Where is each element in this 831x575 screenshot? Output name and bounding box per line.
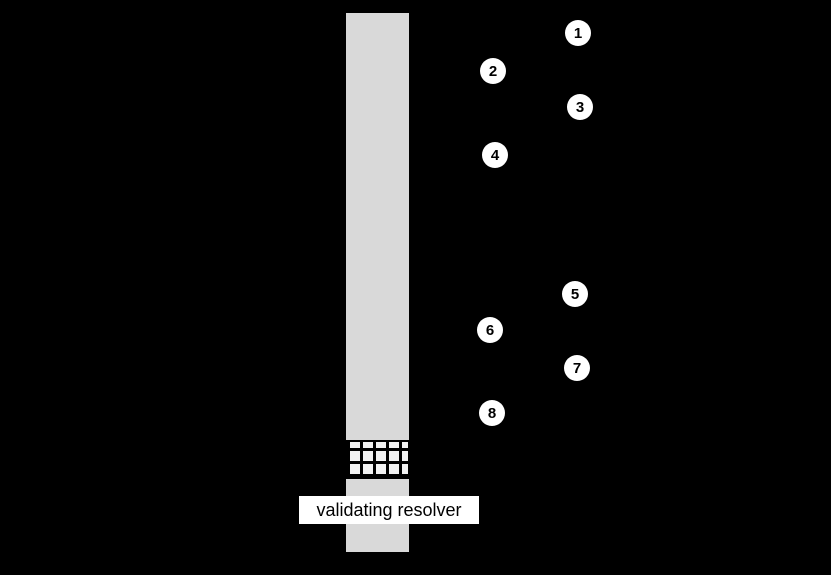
step-circle-4: 4 [482, 142, 508, 168]
step-circle-1: 1 [565, 20, 591, 46]
step-number: 1 [573, 24, 583, 42]
validating-resolver-label: validating resolver [299, 496, 479, 524]
step-number: 5 [570, 285, 580, 303]
step-circle-6: 6 [477, 317, 503, 343]
step-number: 2 [488, 62, 498, 80]
step-circle-7: 7 [564, 355, 590, 381]
step-number: 8 [487, 404, 497, 422]
step-number: 6 [485, 321, 495, 339]
step-number: 4 [490, 146, 500, 164]
step-circle-8: 8 [479, 400, 505, 426]
hatched-grid-block [345, 440, 410, 479]
step-number: 3 [575, 98, 585, 116]
step-circle-3: 3 [567, 94, 593, 120]
step-circle-2: 2 [480, 58, 506, 84]
step-circle-5: 5 [562, 281, 588, 307]
step-number: 7 [572, 359, 582, 377]
